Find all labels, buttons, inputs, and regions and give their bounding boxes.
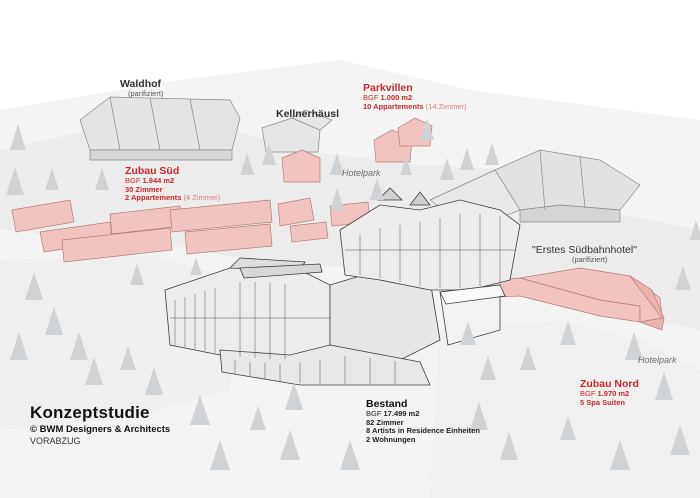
copyright-line: © BWM Designers & Architects (30, 424, 171, 435)
zubau-nord-bgf: BGF 1.970 m2 (580, 389, 630, 399)
kellnerhaeusl-title: Kellnerhäusl (276, 108, 340, 120)
zubau-nord-suites: 5 Spa Suiten (580, 397, 626, 407)
zubau-nord-title: Zubau Nord (580, 378, 639, 390)
parkvillen-units: 10 Appartements (14 Zimmer) (363, 101, 467, 111)
zubau-sued-rooms: 30 Zimmer (125, 184, 163, 194)
label-erstes-suedbahnhotel: "Erstes Südbahnhotel" (parifiziert) (532, 244, 637, 265)
bestand-rooms: 82 Zimmer (366, 417, 404, 427)
bestand-bgf: BGF 17.499 m2 (366, 409, 420, 419)
zubau-nord-building (477, 267, 665, 331)
waldhof-note: (parifiziert) (128, 89, 164, 99)
tree-icon (6, 118, 700, 470)
label-parkvillen: Parkvillen BGF 1.000 m2 10 Appartements … (363, 82, 467, 111)
label-zubau-sued: Zubau Süd BGF 1.944 m2 30 Zimmer 2 Appar… (125, 165, 220, 203)
zubau-sued-buildings (11, 197, 371, 263)
kellnerhaeusl-building (261, 109, 333, 153)
parkvillen-title: Parkvillen (363, 82, 413, 94)
bestand-apartments: 2 Wohnungen (366, 434, 416, 444)
label-bestand: Bestand BGF 17.499 m2 82 Zimmer 8 Artist… (366, 398, 480, 445)
erstes-title: "Erstes Südbahnhotel" (532, 244, 637, 256)
bestand-facade-lines (170, 214, 515, 384)
label-hotelpark-east: Hotelpark (638, 355, 677, 365)
bestand-title: Bestand (366, 398, 408, 410)
label-kellnerhaeusl: Kellnerhäusl (276, 108, 339, 120)
waldhof-title: Waldhof (120, 78, 162, 90)
parkvillen-bgf: BGF 1.000 m2 (363, 93, 413, 103)
zubau-sued-apartments: 2 Appartements (4 Zimmer) (125, 193, 221, 203)
page-title: Konzeptstudie (30, 403, 150, 422)
label-zubau-nord: Zubau Nord BGF 1.970 m2 5 Spa Suiten (580, 378, 639, 407)
erstes-note: (parifiziert) (572, 255, 608, 265)
title-block: Konzeptstudie © BWM Designers & Architec… (30, 403, 170, 446)
zubau-sued-title: Zubau Süd (125, 165, 180, 177)
draft-status: VORABZUG (30, 436, 81, 446)
label-waldhof: Waldhof (parifiziert) (120, 78, 163, 99)
bestand-artists: 8 Artists in Residence Einheiten (366, 426, 480, 436)
waldhof-building (79, 96, 241, 161)
zubau-sued-bgf: BGF 1.944 m2 (125, 176, 175, 186)
label-hotelpark-north: Hotelpark (342, 168, 381, 178)
bestand-main-hotel (164, 187, 521, 386)
